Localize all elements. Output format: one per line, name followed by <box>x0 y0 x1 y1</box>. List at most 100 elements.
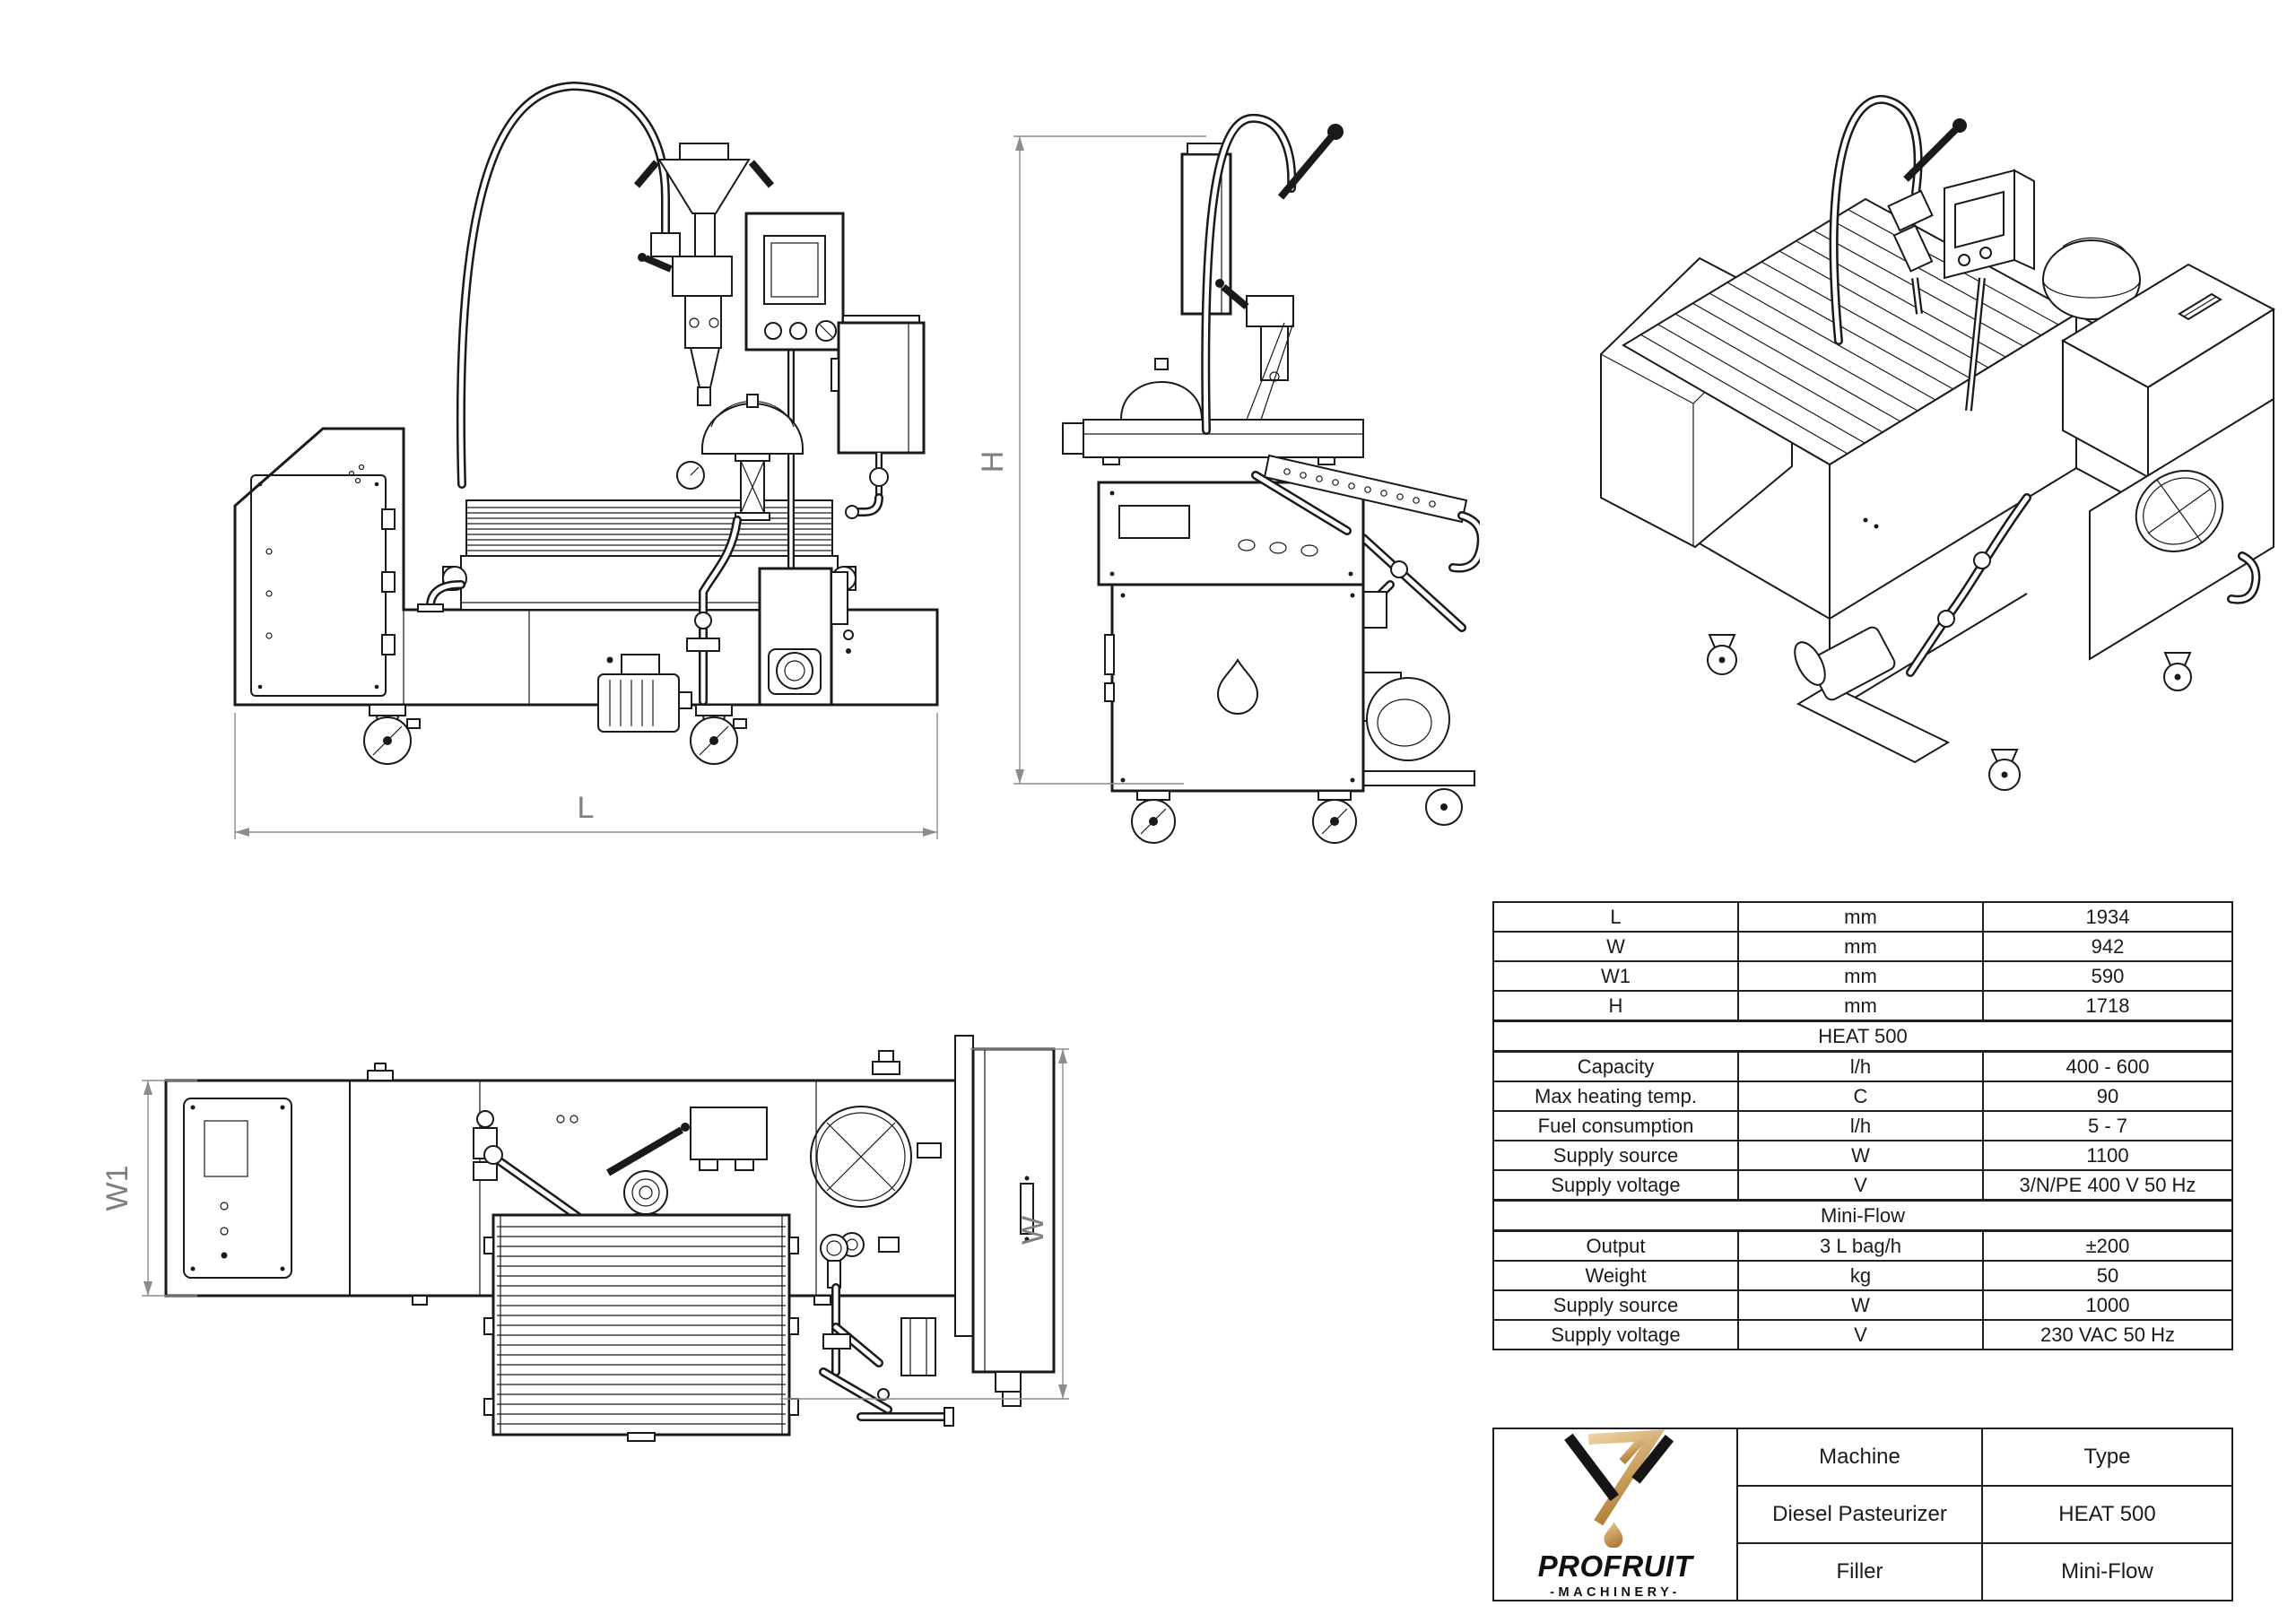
front-dimension-L: L <box>234 713 938 839</box>
table-row: W mm 942 <box>1492 931 2233 962</box>
spec-value: 230 VAC 50 Hz <box>1982 1319 2233 1350</box>
table-row: Capacity l/h 400 - 600 <box>1492 1050 2233 1082</box>
section-header-row: Mini-Flow <box>1492 1199 2233 1232</box>
spec-unit: mm <box>1737 931 1984 962</box>
spec-unit: W <box>1737 1289 1984 1321</box>
spec-label: Capacity <box>1492 1050 1739 1082</box>
section-title: Mini-Flow <box>1492 1199 2233 1232</box>
spec-value: 1934 <box>1982 901 2233 933</box>
section-title: HEAT 500 <box>1492 1020 2233 1053</box>
table-row: Output 3 L bag/h ±200 <box>1492 1229 2233 1262</box>
top-dimension-W: W <box>780 1048 1069 1400</box>
side-casters <box>1131 788 1463 844</box>
spec-label: Output <box>1492 1229 1739 1262</box>
dim-label-W: W <box>1016 1216 1050 1245</box>
spec-label: W1 <box>1492 960 1739 992</box>
spec-unit: V <box>1737 1169 1984 1202</box>
table-row: Diesel Pasteurizer HEAT 500 <box>1493 1485 2233 1544</box>
info-filler-type: Mini-Flow <box>1981 1542 2233 1601</box>
side-hose-and-handle <box>1180 114 1344 435</box>
spec-value: 90 <box>1982 1081 2233 1112</box>
spec-label: Supply source <box>1492 1140 1739 1171</box>
info-header-type: Type <box>1981 1428 2233 1487</box>
front-pressure-tank <box>676 394 804 706</box>
info-filler-name: Filler <box>1736 1542 1983 1601</box>
side-filler-mechanism <box>1215 279 1294 421</box>
dim-label-H: H <box>978 451 1010 473</box>
spec-table: L mm 1934 W mm 942 W1 mm 590 H mm 1718 H… <box>1492 901 2233 1350</box>
table-row: H mm 1718 <box>1492 990 2233 1022</box>
spec-unit: mm <box>1737 990 1984 1022</box>
table-row: Fuel consumption l/h 5 - 7 <box>1492 1110 2233 1141</box>
iso-filler-hose <box>1829 95 1967 345</box>
front-door <box>250 474 396 697</box>
spec-value: 3/N/PE 400 V 50 Hz <box>1982 1169 2233 1202</box>
dim-label-W1: W1 <box>100 1166 135 1211</box>
brand-tagline: -MACHINERY- <box>1550 1585 1681 1600</box>
table-row: Max heating temp. C 90 <box>1492 1081 2233 1112</box>
info-machine-type: HEAT 500 <box>1981 1485 2233 1544</box>
info-header-machine: Machine <box>1736 1428 1983 1487</box>
spec-unit: l/h <box>1737 1110 1984 1141</box>
front-casters <box>363 704 747 765</box>
table-row: Supply voltage V 230 VAC 50 Hz <box>1492 1319 2233 1350</box>
brand-logo-cell: PROFRUIT -MACHINERY- <box>1492 1428 1738 1601</box>
isometric-view-drawing <box>1600 95 2276 791</box>
top-roller-conveyor <box>483 1213 799 1442</box>
spec-value: 942 <box>1982 931 2233 962</box>
table-row: Supply source W 1100 <box>1492 1140 2233 1171</box>
table-row: Supply source W 1000 <box>1492 1289 2233 1321</box>
side-console <box>1097 481 1365 586</box>
spec-value: 1000 <box>1982 1289 2233 1321</box>
table-row: PROFRUIT -MACHINERY- Machine Type <box>1492 1428 2233 1601</box>
spec-label: Fuel consumption <box>1492 1110 1739 1141</box>
spec-unit: 3 L bag/h <box>1737 1229 1984 1262</box>
spec-unit: kg <box>1737 1260 1984 1291</box>
iso-lower-box <box>2089 397 2274 661</box>
dim-label-L: L <box>578 791 595 825</box>
spec-label: Max heating temp. <box>1492 1081 1739 1112</box>
info-machine-name: Diesel Pasteurizer <box>1736 1485 1983 1544</box>
brand-wordmark-fruit: FRUIT <box>1603 1549 1693 1583</box>
brand-wordmark: PROFRUIT <box>1538 1551 1693 1581</box>
spec-unit: W <box>1737 1140 1984 1171</box>
profruit-logo-icon <box>1564 1429 1674 1548</box>
spec-unit: C <box>1737 1081 1984 1112</box>
spec-label: Supply source <box>1492 1289 1739 1321</box>
front-side-tank <box>831 315 926 519</box>
table-row: Filler Mini-Flow <box>1493 1542 2233 1601</box>
side-rear-piping <box>1357 534 1475 786</box>
spec-label: Weight <box>1492 1260 1739 1291</box>
spec-label: L <box>1492 901 1739 933</box>
section-header-row: HEAT 500 <box>1492 1020 2233 1053</box>
spec-unit: l/h <box>1737 1050 1984 1082</box>
front-filler-head <box>633 143 775 406</box>
spec-unit: mm <box>1737 901 1984 933</box>
side-bag-chute <box>1251 454 1480 573</box>
brand-logo: PROFRUIT -MACHINERY- <box>1498 1429 1733 1600</box>
front-filler-hose <box>456 81 681 489</box>
front-control-panel <box>744 212 845 612</box>
side-cabinet <box>1104 583 1365 793</box>
front-burner-box <box>758 567 848 707</box>
top-view-drawing: W1 W <box>100 1035 1069 1442</box>
top-burner-fan <box>810 1106 942 1257</box>
top-filler-assembly <box>473 1107 768 1242</box>
table-row: W1 mm 590 <box>1492 960 2233 992</box>
title-block-table: PROFRUIT -MACHINERY- Machine Type Diesel… <box>1492 1428 2233 1601</box>
side-view-drawing: H <box>978 114 1480 844</box>
spec-label: Supply voltage <box>1492 1319 1739 1350</box>
side-platform <box>1062 358 1364 465</box>
spec-value: 1100 <box>1982 1140 2233 1171</box>
spec-value: 590 <box>1982 960 2233 992</box>
iso-side-tank <box>2060 263 2276 479</box>
iso-casters <box>1707 634 2192 791</box>
brand-wordmark-pro: PRO <box>1537 1549 1604 1583</box>
front-heat-exchanger <box>417 499 857 612</box>
spec-value: 5 - 7 <box>1982 1110 2233 1141</box>
spec-value: 1718 <box>1982 990 2233 1022</box>
side-dimension-H: H <box>978 135 1206 785</box>
spec-value: 400 - 600 <box>1982 1050 2233 1082</box>
iso-control-panel <box>1944 169 2035 412</box>
